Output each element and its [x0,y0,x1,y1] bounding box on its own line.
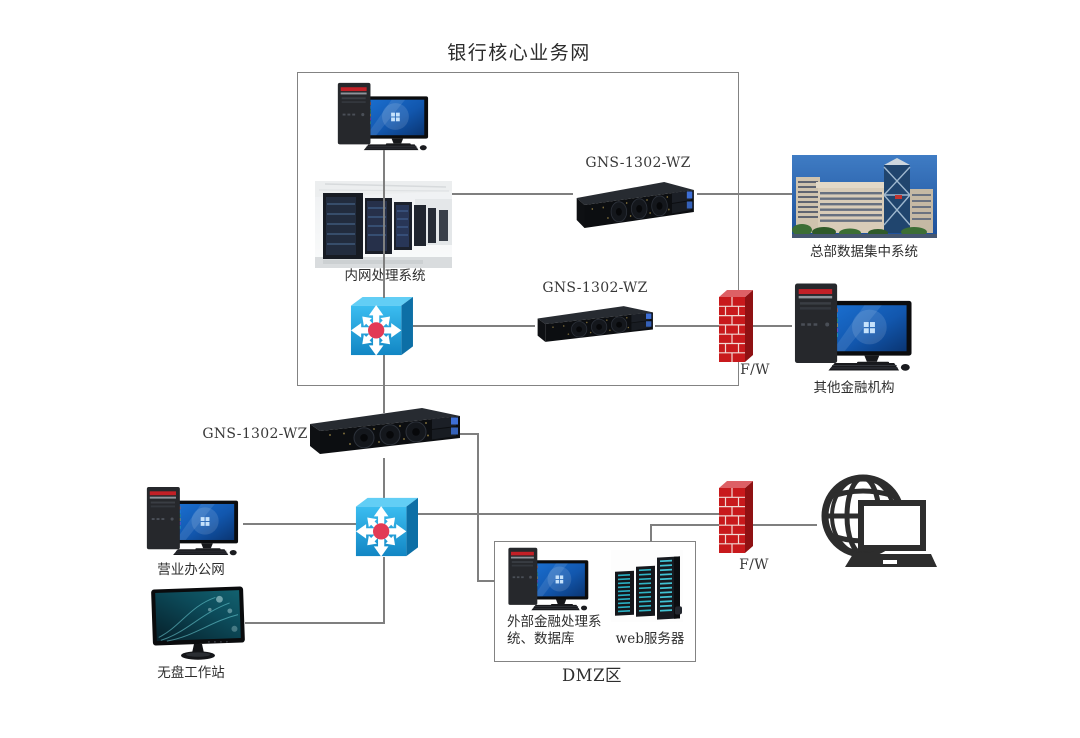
headquarters-building-icon [792,155,937,238]
core-switch [348,295,414,357]
server-towers-icon [611,550,683,622]
connector-gns-bottom-dmz-a [460,433,478,435]
diskless-workstation-label: 无盘工作站 [157,665,225,681]
dmz-external-system-label: 外部金融处理系统、数据库 [507,614,602,647]
connector-gns-top-hq [697,193,793,195]
multilayer-switch-icon [354,495,418,559]
dmz-zone-label: DMZ区 [561,666,623,685]
rack-appliance-icon [533,303,656,345]
office-network-pc [143,485,240,557]
gns-bottom-label: GNS-1302-WZ [202,426,308,442]
connector-switch2-down [383,557,385,624]
connector-diskless-switch2 [245,622,384,624]
firewall-top [719,289,755,367]
desktop-computer-icon [790,281,914,373]
diskless-workstation [150,586,248,662]
connector-gns-mid-firewall1 [655,325,723,327]
multilayer-switch-icon [348,295,414,357]
gns-appliance-mid [533,303,656,345]
desktop-computer-icon [143,485,240,557]
connector-firewall1-otherpc [750,325,792,327]
gns-appliance-top [572,178,697,232]
web-server-label: web服务器 [615,631,685,647]
gns-top-label: GNS-1302-WZ [585,155,691,171]
diagram-title: 银行核心业务网 [447,42,591,64]
connector-switch2-firewall2 [415,513,722,515]
connector-officepc-switch2 [243,523,357,525]
brick-firewall-icon [719,289,755,367]
intranet-system-label: 内网处理系统 [344,268,426,284]
core-terminal-pc [334,81,430,152]
gns-appliance-bottom [304,404,464,458]
rack-appliance-icon [572,178,697,232]
connector-switch1-gns-mid [413,325,535,327]
connector-switch1-gns-bottom [383,355,385,413]
connector-gns-bottom-dmz-c [477,580,495,582]
other-financial-label: 其他金融机构 [813,380,895,396]
core-network-zone-box [297,72,739,386]
connector-gns-bottom-switch2 [383,458,385,498]
gns-mid-label: GNS-1302-WZ [542,280,648,296]
desktop-computer-icon [334,81,430,152]
connector-firewall2-dmz-a [650,524,722,526]
web-server [611,550,683,622]
firewall-bottom [719,480,755,558]
office-network-label: 营业办公网 [157,562,225,578]
dmz-zone-box [494,541,696,662]
connector-serverroom-gns-top [452,193,573,195]
firewall-bottom-label: F/W [739,557,769,573]
other-financial-pc [790,281,914,373]
connector-firewall2-dmz-b [650,524,652,542]
access-switch [354,495,418,559]
connector-terminal-switch1 [383,150,385,298]
desktop-computer-icon [505,546,590,612]
internet [815,470,937,578]
connector-gns-bottom-dmz-b [477,433,479,581]
connector-firewall2-internet [750,524,817,526]
brick-firewall-icon [719,480,755,558]
rack-appliance-icon [304,404,464,458]
globe-laptop-icon [815,470,937,578]
firewall-top-label: F/W [740,362,770,378]
hq-datacenter-label: 总部数据集中系统 [810,244,918,260]
dmz-external-system-pc [505,546,590,612]
hq-datacenter-building [792,155,937,238]
widescreen-monitor-icon [150,586,248,662]
